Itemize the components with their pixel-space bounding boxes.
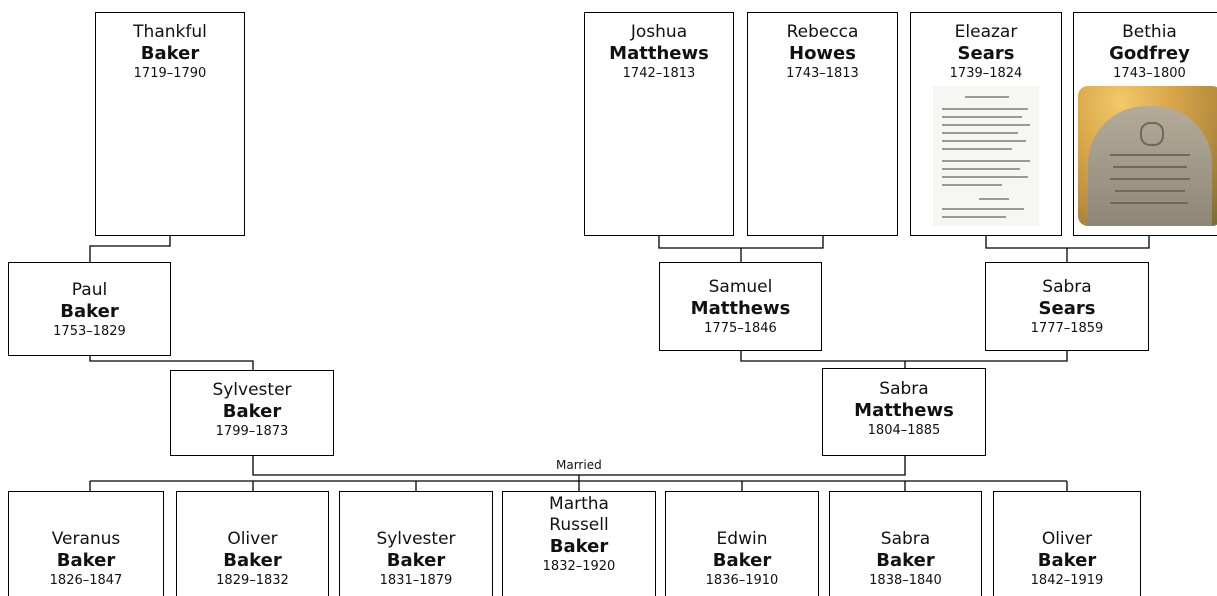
- first-name: Rebecca: [786, 22, 859, 42]
- life-years: 1826–1847: [49, 573, 123, 588]
- life-years: 1742–1813: [622, 66, 696, 81]
- person-paul-baker: Paul Baker 1753–1829: [8, 262, 171, 356]
- life-years: 1804–1885: [867, 423, 941, 438]
- last-name: Baker: [876, 550, 935, 571]
- person-sabra-matthews: Sabra Matthews 1804–1885: [822, 368, 986, 456]
- first-name: Sylvester: [376, 529, 456, 549]
- last-name: Baker: [1037, 550, 1097, 571]
- first-name: Joshua: [630, 22, 688, 42]
- child-oliver-baker-1829: Oliver Baker 1829–1832: [176, 491, 329, 596]
- last-name: Baker: [56, 550, 116, 571]
- first-name: Veranus: [51, 529, 121, 549]
- life-years: 1743–1813: [786, 66, 859, 81]
- gravestone-image: [1077, 86, 1217, 226]
- person-samuel-matthews: Samuel Matthews 1775–1846: [659, 262, 822, 351]
- handwritten-document-image: [933, 86, 1039, 226]
- child-oliver-baker-1842: Oliver Baker 1842–1919: [993, 491, 1141, 596]
- life-years: 1753–1829: [53, 324, 126, 339]
- life-years: 1799–1873: [215, 424, 289, 439]
- first-name: Oliver: [1041, 529, 1093, 549]
- last-name: Sears: [957, 43, 1015, 64]
- first-name: Bethia: [1122, 22, 1177, 42]
- life-years: 1842–1919: [1030, 573, 1104, 588]
- first-name: Eleazar: [954, 22, 1018, 42]
- person-bethia-godfrey: Bethia Godfrey 1743–1800: [1073, 12, 1217, 236]
- married-label: Married: [554, 458, 604, 472]
- life-years: 1831–1879: [379, 573, 453, 588]
- first-name: Sabra: [880, 529, 931, 549]
- life-years: 1829–1832: [216, 573, 289, 588]
- last-name: Matthews: [690, 298, 791, 319]
- first-name: Thankful: [133, 22, 207, 42]
- person-sylvester-baker-sr: Sylvester Baker 1799–1873: [170, 370, 334, 456]
- life-years: 1838–1840: [869, 573, 942, 588]
- last-name: Baker: [60, 301, 119, 322]
- life-years: 1777–1859: [1030, 321, 1104, 336]
- life-years: 1836–1910: [705, 573, 779, 588]
- person-sabra-sears: Sabra Sears 1777–1859: [985, 262, 1149, 351]
- first-name: Sylvester: [212, 380, 292, 400]
- last-name: Matthews: [854, 400, 954, 421]
- first-name: Oliver: [227, 529, 278, 549]
- last-name: Sears: [1038, 298, 1096, 319]
- child-edwin-baker: Edwin Baker 1836–1910: [665, 491, 819, 596]
- person-rebecca-howes: Rebecca Howes 1743–1813: [747, 12, 898, 236]
- last-name: Baker: [712, 550, 772, 571]
- life-years: 1832–1920: [542, 559, 616, 574]
- last-name: Baker: [386, 550, 446, 571]
- child-martha-russell-baker: Martha Russell Baker 1832–1920: [502, 491, 656, 596]
- last-name: Baker: [223, 550, 282, 571]
- child-sylvester-baker-jr: Sylvester Baker 1831–1879: [339, 491, 493, 596]
- first-name: Sabra: [1042, 277, 1092, 297]
- first-name: Sabra: [879, 379, 929, 399]
- child-veranus-baker: Veranus Baker 1826–1847: [8, 491, 164, 596]
- last-name: Baker: [140, 43, 200, 64]
- first-name: Martha Russell: [549, 494, 609, 535]
- person-eleazar-sears: Eleazar Sears 1739–1824: [910, 12, 1062, 236]
- last-name: Baker: [222, 401, 282, 422]
- first-name: Samuel: [708, 277, 773, 297]
- last-name: Godfrey: [1109, 43, 1190, 64]
- life-years: 1743–1800: [1113, 66, 1186, 81]
- life-years: 1775–1846: [704, 321, 777, 336]
- last-name: Baker: [549, 536, 609, 557]
- life-years: 1719–1790: [133, 66, 207, 81]
- life-years: 1739–1824: [949, 66, 1023, 81]
- first-name: Paul: [71, 280, 108, 300]
- person-joshua-matthews: Joshua Matthews 1742–1813: [584, 12, 734, 236]
- child-sabra-baker: Sabra Baker 1838–1840: [829, 491, 982, 596]
- last-name: Howes: [789, 43, 856, 64]
- person-thankful-baker: Thankful Baker 1719–1790: [95, 12, 245, 236]
- first-name: Edwin: [716, 529, 768, 549]
- last-name: Matthews: [609, 43, 709, 64]
